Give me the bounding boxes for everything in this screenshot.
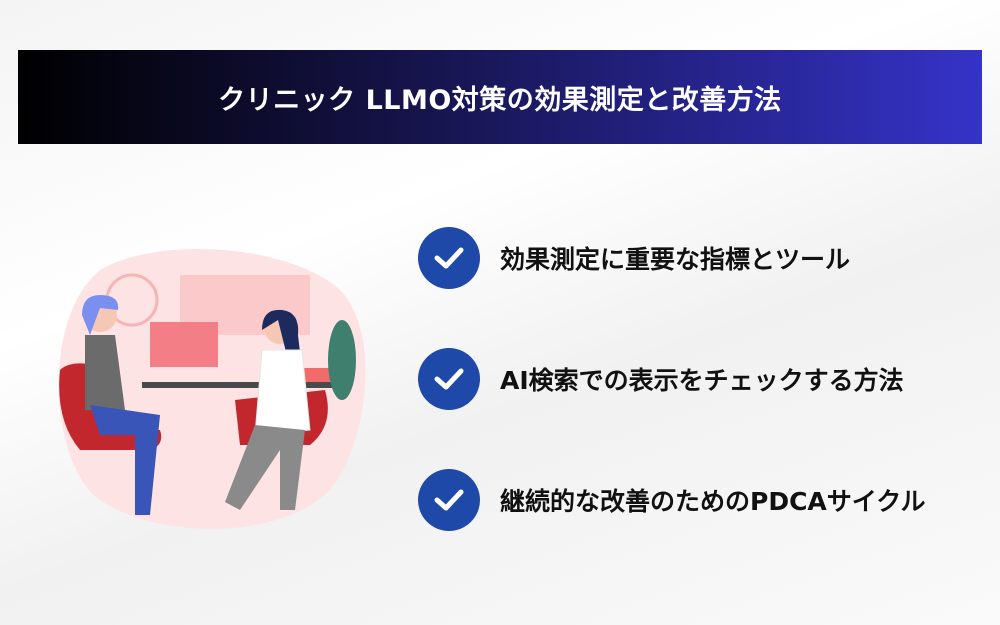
doctor-coat xyxy=(254,349,311,436)
item-label: AI検索での表示をチェックする方法 xyxy=(500,366,904,395)
plant xyxy=(328,320,356,400)
desk xyxy=(142,382,332,388)
patient-body xyxy=(85,335,125,410)
item-label: 継続的な改善のためのPDCAサイクル xyxy=(500,487,926,516)
list-item: AI検索での表示をチェックする方法 xyxy=(418,348,904,410)
item-label: 効果測定に重要な指標とツール xyxy=(500,245,851,274)
check-circle-icon xyxy=(418,469,480,531)
monitor xyxy=(150,322,218,367)
list-item: 継続的な改善のためのPDCAサイクル xyxy=(418,469,926,531)
list-item: 効果測定に重要な指標とツール xyxy=(418,227,850,289)
patient-legs xyxy=(90,405,160,515)
doctor-legs xyxy=(225,425,305,510)
patient-chair xyxy=(59,363,162,450)
page-title: クリニック LLMO対策の効果測定と改善方法 xyxy=(218,84,782,116)
title-banner: クリニック LLMO対策の効果測定と改善方法 xyxy=(18,50,982,144)
patient-hair xyxy=(82,295,119,335)
check-circle-icon xyxy=(418,348,480,410)
check-circle-icon xyxy=(418,227,480,289)
clinic-consultation-illustration xyxy=(58,248,366,529)
